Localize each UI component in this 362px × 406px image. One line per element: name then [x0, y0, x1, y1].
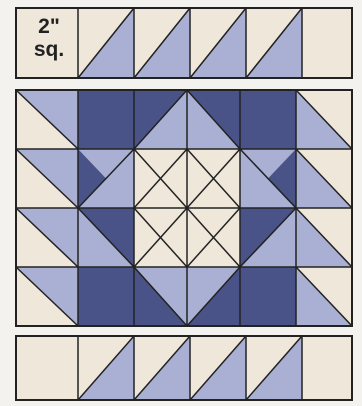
main-quilt-block — [16, 90, 352, 326]
size-label-line2: sq. — [22, 40, 76, 60]
size-label-line1: 2" — [22, 17, 76, 37]
bottom-flying-geese-strip — [16, 336, 352, 400]
